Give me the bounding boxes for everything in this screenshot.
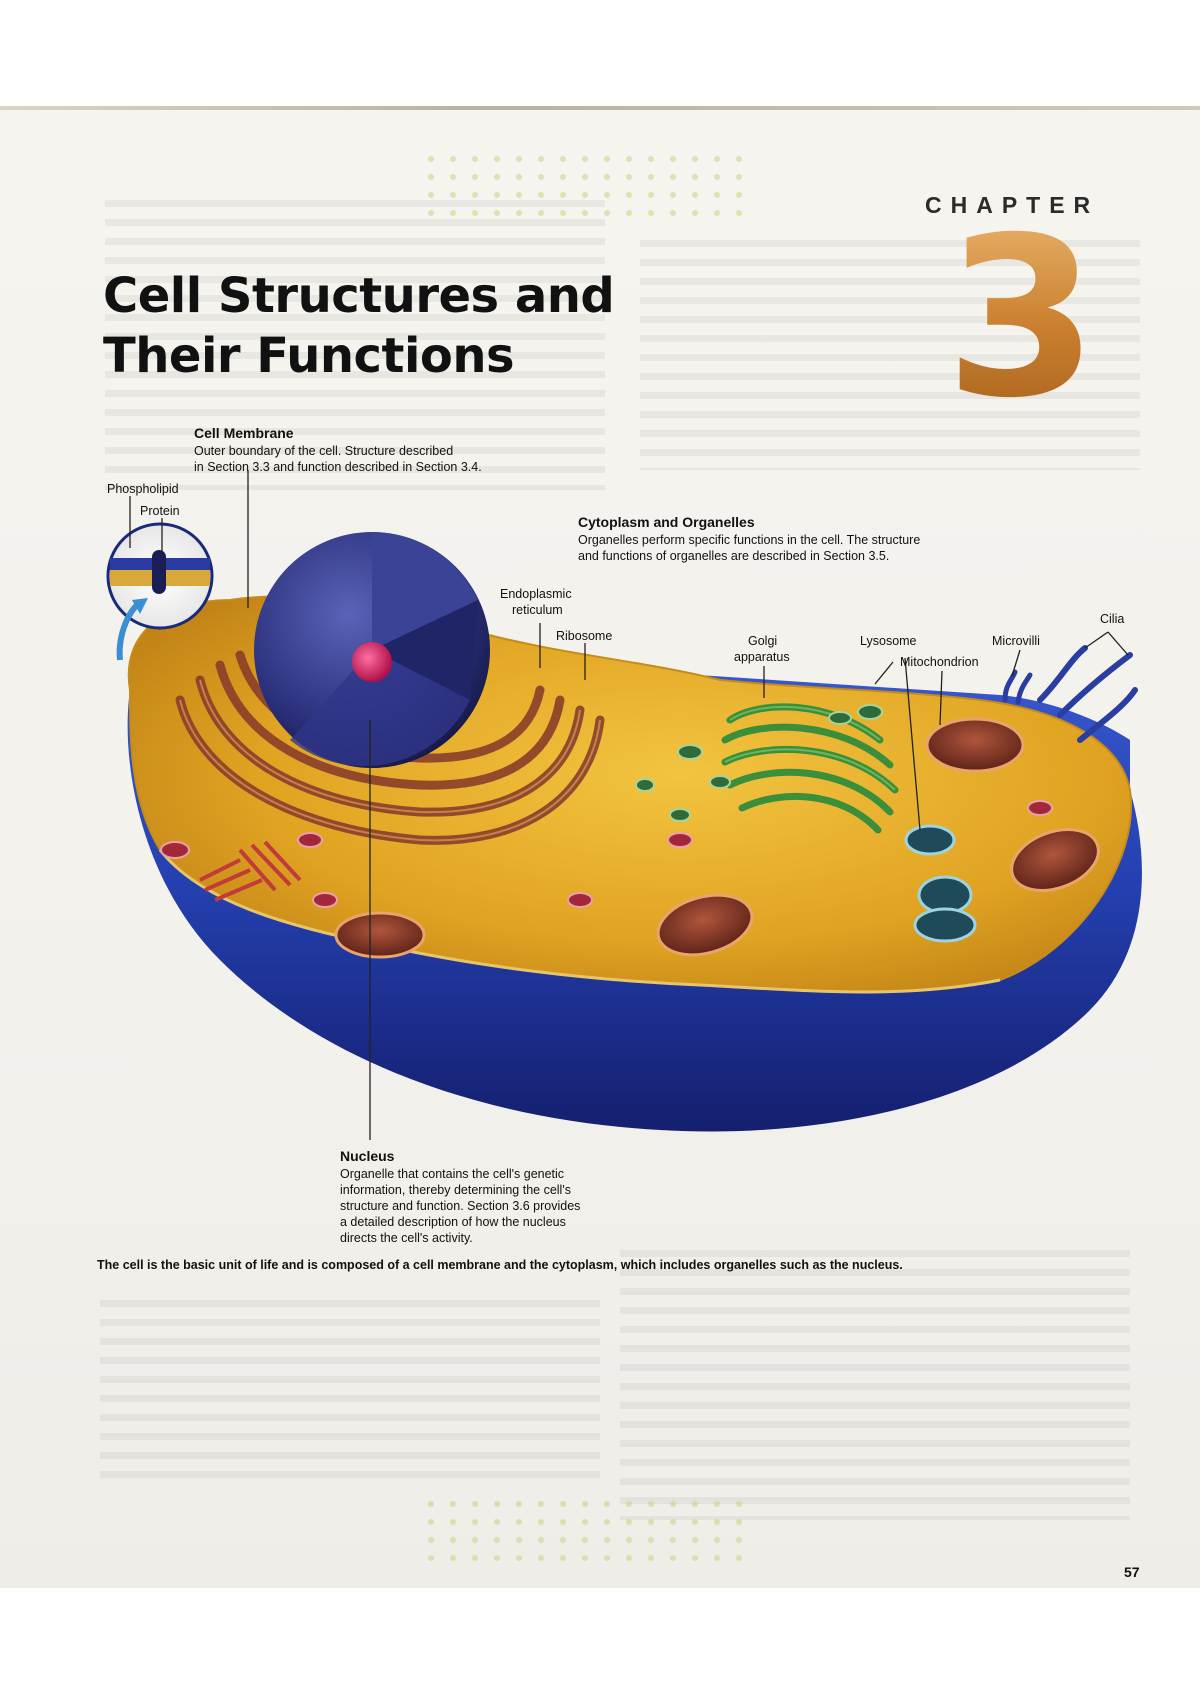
label-phospholipid: Phospholipid xyxy=(107,482,179,496)
label-cytoplasm-desc-1: Organelles perform specific functions in… xyxy=(578,533,921,547)
label-nucleus-title: Nucleus xyxy=(340,1148,395,1164)
mitochondria xyxy=(334,717,1100,959)
page-number: 57 xyxy=(1124,1564,1140,1580)
figure-caption: The cell is the basic unit of life and i… xyxy=(97,1258,903,1272)
label-nucleus-desc-5: directs the cell's activity. xyxy=(340,1231,473,1245)
label-microvilli: Microvilli xyxy=(992,634,1040,648)
label-nucleus-desc-2: information, thereby determining the cel… xyxy=(340,1183,571,1197)
label-cytoplasm-desc-2: and functions of organelles are describe… xyxy=(578,549,890,563)
page-title-line-1: Cell Structures and xyxy=(103,268,615,324)
chapter-number: 3 xyxy=(945,190,1099,446)
centrioles xyxy=(199,840,302,902)
label-cytoplasm-title: Cytoplasm and Organelles xyxy=(578,514,755,530)
membrane-inset xyxy=(106,522,214,661)
label-protein: Protein xyxy=(140,504,180,518)
label-nucleus-desc-4: a detailed description of how the nucleu… xyxy=(340,1215,566,1229)
label-cell-membrane-title: Cell Membrane xyxy=(194,425,294,441)
page-top-edge xyxy=(0,106,1200,110)
lysosomes xyxy=(904,824,977,943)
nucleolus xyxy=(352,642,392,682)
label-cell-membrane-desc-1: Outer boundary of the cell. Structure de… xyxy=(194,444,454,458)
label-endoplasmic-reticulum-2: reticulum xyxy=(512,603,563,617)
label-endoplasmic-reticulum-1: Endoplasmic xyxy=(500,587,572,601)
label-nucleus-desc-1: Organelle that contains the cell's genet… xyxy=(340,1167,565,1181)
label-lysosome: Lysosome xyxy=(860,634,917,648)
bleed-through-text-right xyxy=(640,240,1140,470)
label-mitochondrion: Mitochondrion xyxy=(900,655,979,669)
label-nucleus-desc-3: structure and function. Section 3.6 prov… xyxy=(340,1199,581,1213)
bleed-through-text-bottom-left xyxy=(100,1300,600,1490)
label-ribosome: Ribosome xyxy=(556,629,613,643)
label-golgi-1: Golgi xyxy=(748,634,778,648)
nucleus xyxy=(254,532,490,768)
label-cilia: Cilia xyxy=(1100,612,1125,626)
cilia xyxy=(1037,645,1138,743)
bleed-through-text-left xyxy=(105,200,605,490)
page-title-line-2: Their Functions xyxy=(103,328,515,384)
vesicles xyxy=(635,704,883,822)
dot-pattern-bottom xyxy=(420,1495,750,1570)
label-golgi-2: apparatus xyxy=(734,650,790,664)
page-title: Cell Structures and Their Functions xyxy=(103,266,615,386)
dot-pattern-top xyxy=(420,150,750,220)
chapter-label: CHAPTER xyxy=(925,192,1100,218)
label-cell-membrane-desc-2: in Section 3.3 and function described in… xyxy=(194,460,482,474)
bleed-through-text-bottom xyxy=(620,1250,1130,1520)
leader-lines xyxy=(129,470,1129,1140)
microvilli xyxy=(1002,669,1033,705)
